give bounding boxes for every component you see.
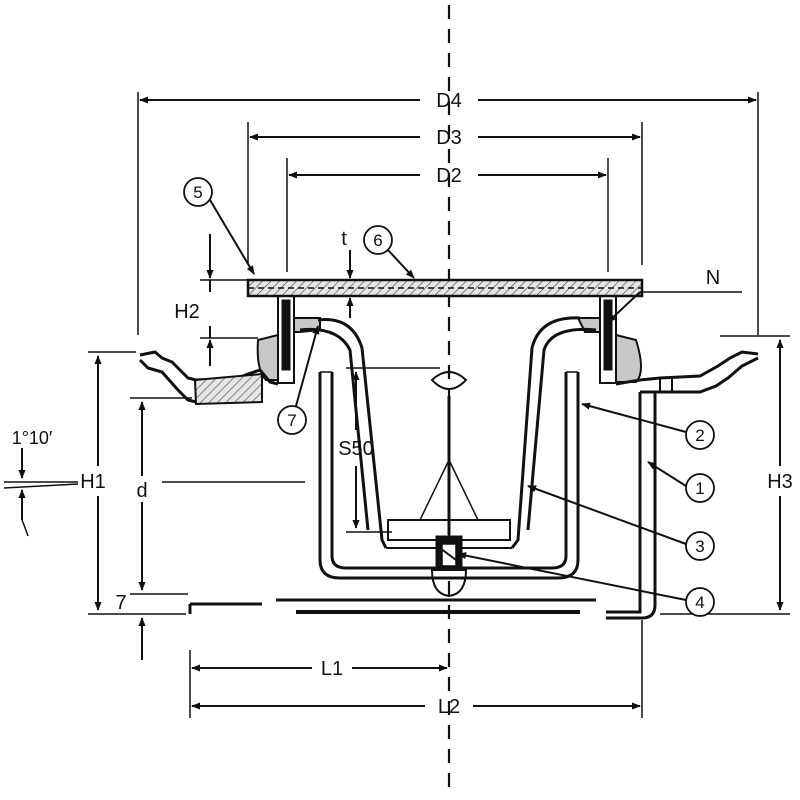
frame-left: [256, 296, 321, 384]
dimension-n: N: [607, 267, 742, 323]
dimension-label-d: d: [136, 480, 147, 502]
dimension-label-n: N: [706, 267, 720, 289]
slope-annotation: 1°10′: [3, 428, 79, 537]
slope-label: 1°10′: [12, 428, 53, 448]
dimension-label-h2: H2: [174, 301, 200, 323]
dimension-h2: H2: [174, 234, 258, 366]
dimension-label-s50: S50: [338, 438, 374, 460]
part-number-1: 1: [695, 479, 704, 498]
dimension-label-h1: H1: [80, 471, 106, 493]
part-number-6: 6: [373, 231, 382, 250]
callout-part-7: 7: [277, 325, 320, 435]
callout-part-3: 3: [527, 485, 715, 561]
body-flange-left: [138, 350, 279, 406]
dimension-l2: L2: [191, 620, 643, 718]
dimension-label-d4: D4: [436, 90, 462, 112]
part-number-4: 4: [695, 593, 704, 612]
dimension-label-l1: L1: [321, 658, 343, 680]
part-number-2: 2: [695, 426, 704, 445]
dimension-label-t: t: [341, 228, 347, 250]
callout-part-5: 5: [183, 177, 255, 275]
dimension-label-d3: D3: [436, 127, 462, 149]
part-number-5: 5: [193, 183, 202, 202]
dimension-d2: D2: [286, 158, 609, 272]
dimension-l1: L1: [189, 650, 448, 718]
dimension-d: d: [130, 397, 305, 595]
dimension-label-seven: 7: [115, 592, 126, 614]
frame-right: [576, 296, 642, 384]
dimension-s50: S50: [338, 367, 440, 533]
callout-part-1: 1: [647, 461, 715, 503]
part-number-3: 3: [695, 537, 704, 556]
dimension-h1: H1: [80, 351, 186, 615]
callout-part-6: 6: [363, 225, 415, 279]
dimension-h3: H3: [660, 335, 793, 615]
dimension-label-h3: H3: [767, 471, 793, 493]
callout-part-2: 2: [581, 402, 715, 450]
body-flange-right: [615, 350, 759, 394]
part-number-7: 7: [287, 411, 296, 430]
drain-body: [188, 392, 657, 620]
dimension-label-l2: L2: [438, 696, 460, 718]
dimension-t: t: [341, 228, 354, 318]
dimension-d4: D4: [137, 90, 759, 335]
dimension-label-d2: D2: [436, 165, 462, 187]
callout-part-4: 4: [457, 552, 715, 617]
dimension-seven: 7: [115, 592, 146, 660]
float-valve: [419, 371, 479, 598]
dimension-d3: D3: [247, 122, 643, 265]
grating-plate: [246, 278, 644, 298]
